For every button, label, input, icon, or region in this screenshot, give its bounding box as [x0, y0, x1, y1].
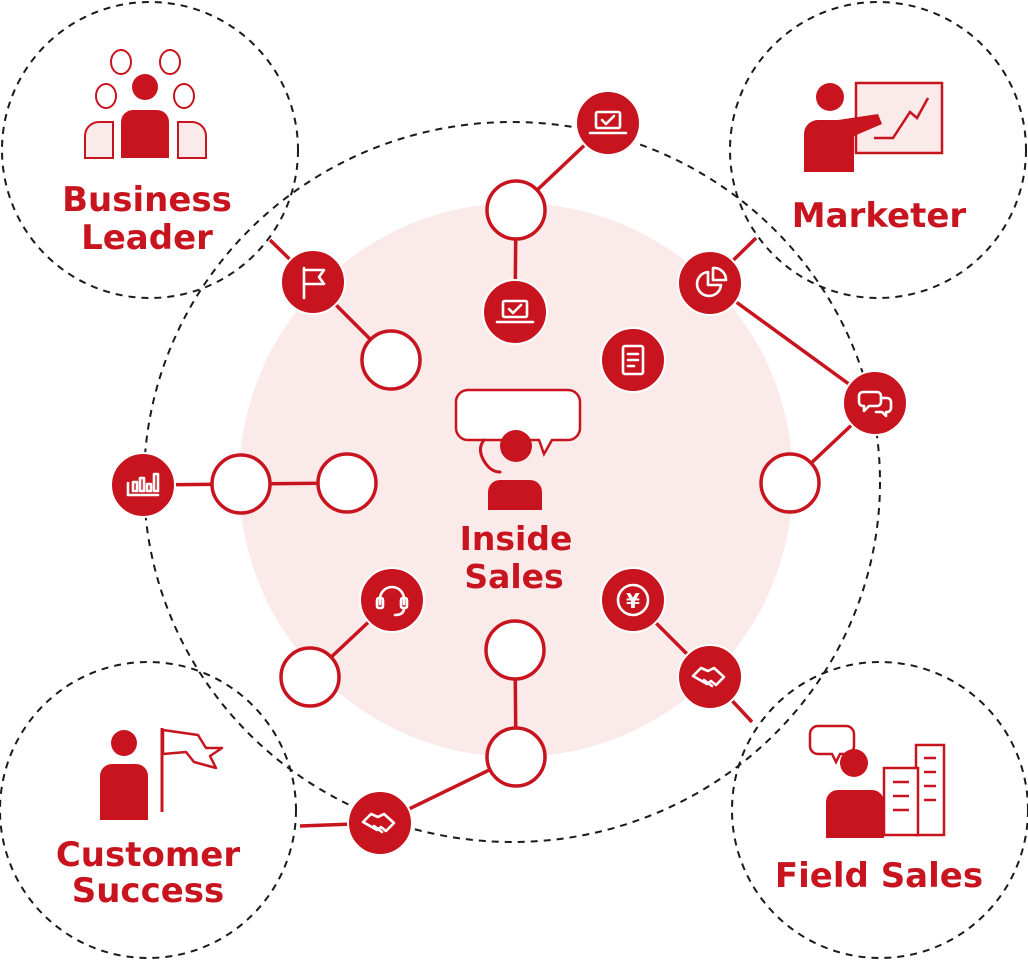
business-leader-ring	[1, 1, 299, 299]
business-leader-icon	[84, 49, 207, 159]
marketer-icon	[804, 81, 944, 172]
person-head-icon	[500, 430, 532, 462]
person-body-icon	[488, 480, 542, 510]
empty-node	[279, 646, 341, 708]
bar-chart-icon	[110, 452, 176, 518]
phone-handset-icon	[479, 438, 502, 474]
speech-bubble-icon	[454, 388, 582, 457]
yen-coin-icon: ¥	[600, 567, 666, 633]
empty-node	[759, 452, 821, 514]
laptop-check-icon	[575, 90, 641, 156]
field-sales-label: Field Sales	[775, 856, 983, 896]
field-sales-icon	[808, 724, 946, 838]
empty-node	[485, 726, 547, 788]
customer-success-ring	[0, 661, 297, 959]
business-leader-label-line2: Leader	[81, 218, 213, 258]
empty-node	[210, 453, 272, 515]
document-icon	[600, 327, 666, 393]
empty-node	[485, 179, 547, 241]
laptop-check-icon	[482, 279, 548, 345]
marketer-ring	[729, 1, 1027, 299]
pie-chart-icon	[677, 250, 743, 316]
customer-success-label-line2: Success	[72, 871, 225, 911]
inside-sales-figure	[454, 388, 582, 510]
chat-bubbles-icon	[842, 370, 908, 436]
center-title-line1: Inside	[460, 519, 573, 558]
flag-icon	[280, 249, 346, 315]
empty-node	[316, 452, 378, 514]
headset-icon	[359, 567, 425, 633]
empty-node	[360, 329, 422, 391]
handshake-icon	[677, 644, 743, 710]
center-title-line2: Sales	[464, 557, 563, 596]
empty-node	[484, 619, 546, 681]
customer-success-label-line1: Customer	[56, 835, 240, 875]
main-orbit-ring	[143, 121, 881, 843]
handshake-icon	[347, 790, 413, 856]
business-leader-label-line1: Business	[62, 180, 232, 220]
yen-symbol: ¥	[626, 589, 640, 613]
customer-success-icon	[100, 728, 224, 820]
marketer-label: Marketer	[792, 196, 967, 236]
